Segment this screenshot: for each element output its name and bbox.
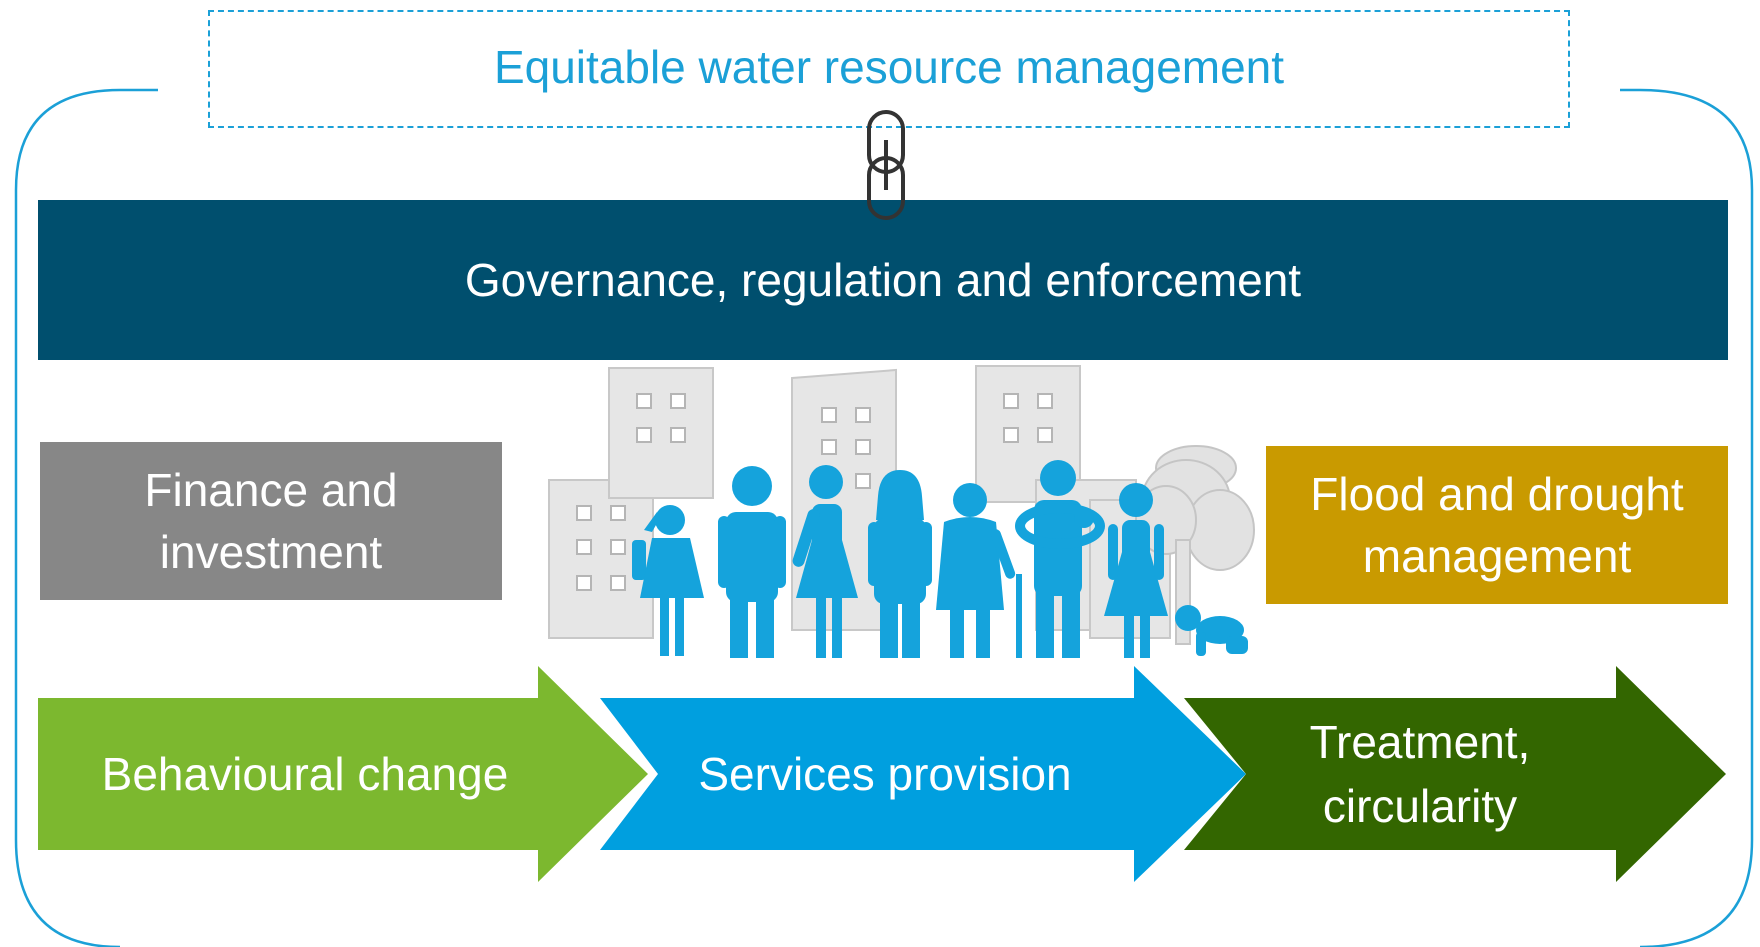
services-provision-arrow <box>600 666 1246 882</box>
equitable-water-management-box: Equitable water resource management <box>208 10 1570 128</box>
flood-label: Flood and drought management <box>1310 468 1684 582</box>
governance-label: Governance, regulation and enforcement <box>464 254 1302 306</box>
equitable-water-management-label: Equitable water resource management <box>493 41 1285 93</box>
behavioural-change-arrow <box>38 666 648 882</box>
services-provision-label: Services provision <box>698 748 1072 800</box>
finance-label: Finance and investment <box>144 464 398 578</box>
behavioural-change-label: Behavioural change <box>101 748 509 800</box>
governance-banner: Governance, regulation and enforcement <box>38 200 1728 360</box>
treatment-circularity-arrow <box>1184 666 1726 882</box>
treatment-circularity-label: Treatment, circularity <box>1309 716 1531 832</box>
finance-box: Finance and investment <box>40 442 502 600</box>
flood-box: Flood and drought management <box>1266 446 1728 604</box>
